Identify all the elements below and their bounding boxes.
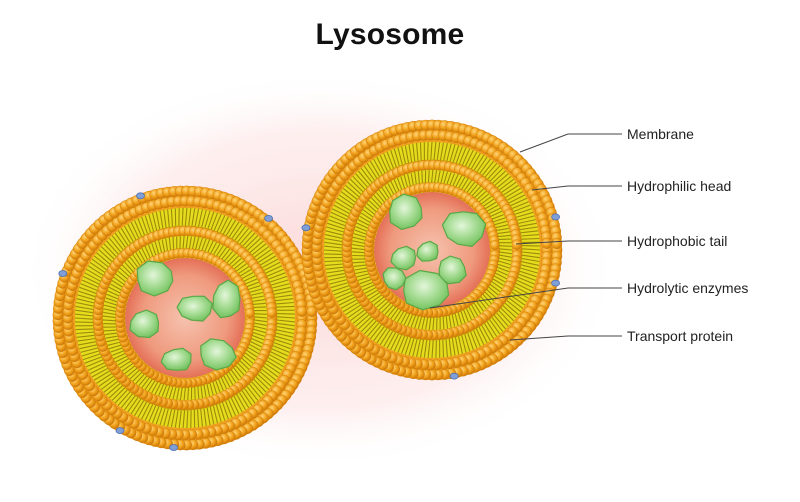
label-hydrolytic-enzymes: Hydrolytic enzymes xyxy=(627,280,749,296)
hydrolytic-enzyme xyxy=(136,260,174,297)
hydrolytic-enzyme xyxy=(129,309,160,339)
transport-protein xyxy=(551,279,560,287)
hydrolytic-enzyme xyxy=(438,255,467,285)
transport-protein xyxy=(551,213,560,221)
lysosome-left xyxy=(52,185,318,451)
leader-line-hydrophilic-head xyxy=(531,185,622,191)
leader-line-hydrolytic-enzymes xyxy=(429,287,622,309)
leader-line-transport-protein xyxy=(509,335,622,341)
hydrolytic-enzyme xyxy=(382,267,407,291)
label-membrane: Membrane xyxy=(627,126,694,142)
hydrolytic-enzyme xyxy=(389,193,423,230)
leader-line-hydrophobic-tail xyxy=(515,240,622,245)
transport-protein xyxy=(58,270,68,277)
leader-line-membrane xyxy=(519,133,622,153)
transport-protein xyxy=(301,224,311,232)
hydrolytic-enzyme xyxy=(176,295,213,322)
label-hydrophobic-tail: Hydrophobic tail xyxy=(627,233,728,249)
hydrolytic-enzyme xyxy=(160,347,192,371)
label-transport-protein: Transport protein xyxy=(627,328,734,344)
hydrolytic-enzyme xyxy=(416,240,439,262)
diagram-title: Lysosome xyxy=(315,18,465,51)
leader-lines xyxy=(429,133,622,341)
hydrolytic-enzyme xyxy=(390,245,417,271)
transport-protein xyxy=(115,427,125,435)
label-hydrophilic-head: Hydrophilic head xyxy=(627,178,732,194)
hydrolytic-enzyme xyxy=(441,211,487,247)
transport-protein xyxy=(449,372,459,380)
hydrolytic-enzyme xyxy=(200,338,237,371)
hydrolytic-enzyme xyxy=(212,279,241,319)
transport-protein xyxy=(169,444,179,451)
lysosome-right xyxy=(301,119,563,381)
transport-protein xyxy=(136,192,145,200)
transport-protein xyxy=(264,214,274,222)
